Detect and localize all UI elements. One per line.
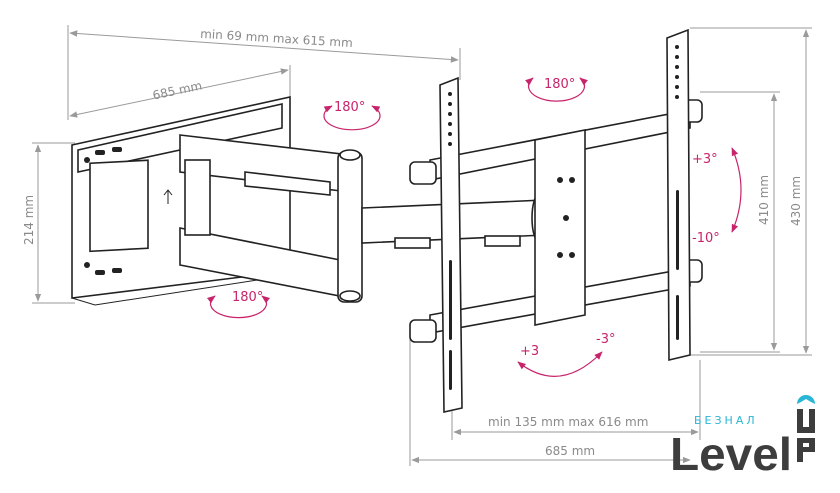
bracket-width-label: 685 mm: [545, 444, 595, 458]
levelup-logo: БЕЗНАЛ Level UP: [670, 395, 815, 480]
swivel-top-label: 180°: [334, 100, 365, 115]
rotation-swivel-right: 180°: [525, 77, 588, 102]
dimension-vesa-width: min 135 mm max 616 mm: [451, 360, 701, 440]
swivel-right-label: 180°: [544, 77, 575, 92]
logo-accent-icon: [797, 395, 815, 404]
dimension-wall-plate-height: 214 mm: [22, 142, 75, 304]
logo-subtitle: БЕЗНАЛ: [694, 414, 758, 427]
logo-p-glyph: [797, 438, 815, 462]
rotation-swivel-top: 180°: [323, 100, 381, 131]
wall-plate-width-label: 685 mm: [151, 78, 203, 102]
swivel-bottom-label: 180°: [232, 290, 263, 305]
vesa-height-outer-label: 430 mm: [789, 176, 803, 226]
left-vertical-rail: [439, 76, 463, 413]
dimension-vesa-height-outer: 430 mm: [690, 27, 812, 356]
tilt-up-label: +3°: [692, 152, 718, 167]
tilt-down-label: -10°: [692, 231, 720, 246]
level-minus-label: -3°: [596, 332, 615, 347]
center-plate: [534, 129, 586, 326]
wall-plate-height-label: 214 mm: [22, 195, 36, 245]
vesa-height-inner-label: 410 mm: [757, 175, 771, 225]
up-arrow-icon: [163, 189, 173, 204]
rotation-level: +3 -3°: [517, 332, 615, 377]
vesa-width-label: min 135 mm max 616 mm: [488, 415, 648, 429]
rotation-tilt: +3° -10°: [692, 147, 742, 246]
dimension-vesa-height-inner: 410 mm: [700, 91, 780, 353]
rotation-swivel-bottom: 180°: [206, 290, 271, 319]
logo-word: Level: [670, 428, 792, 480]
depth-range-label: min 69 mm max 615 mm: [200, 27, 353, 50]
logo-u-glyph: [797, 409, 815, 433]
right-vertical-rail: [666, 28, 691, 362]
level-plus-label: +3: [520, 344, 539, 359]
dimension-bracket-width: 685 mm: [409, 330, 691, 466]
